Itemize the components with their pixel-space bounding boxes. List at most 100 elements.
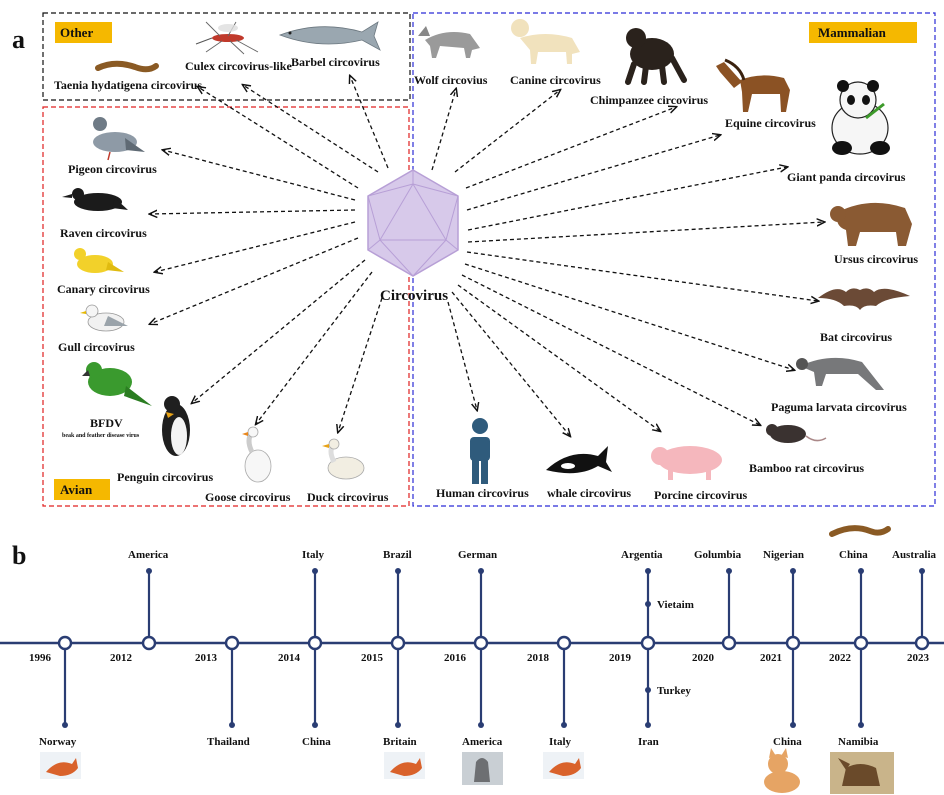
arrow-goose [256, 272, 372, 424]
whale-label: whale circovirus [547, 486, 631, 500]
year-label: 2019 [609, 652, 632, 664]
ursus-label: Ursus circovirus [834, 252, 918, 266]
civet-icon [796, 358, 884, 390]
timeline [0, 568, 944, 728]
canary-icon [74, 248, 124, 273]
dog-icon [511, 19, 580, 64]
country-top-america: America [128, 549, 169, 561]
year-label: 1996 [29, 652, 52, 664]
taenia-label: Taenia hydatigena circovirus [54, 78, 202, 92]
bat-label: Bat circovirus [820, 330, 892, 344]
year-label: 2014 [278, 652, 301, 664]
arrow-bamboo-rat [462, 275, 760, 425]
year-label: 2018 [527, 652, 550, 664]
cat-photo-icon [764, 748, 800, 793]
panel-a-label: a [12, 25, 25, 54]
country-top-china: China [839, 549, 868, 561]
mammalian-tag-label: Mammalian [818, 25, 887, 40]
country-top-brazil: Brazil [383, 549, 412, 561]
penguin-label: Penguin circovirus [117, 470, 213, 484]
arrow-penguin [192, 260, 365, 403]
panda-icon [832, 80, 890, 155]
panel-b-label: b [12, 541, 26, 570]
arrow-culex-2 [243, 85, 378, 172]
tapeworm-icon [832, 528, 888, 534]
arrow-gull [150, 238, 358, 324]
avian-tag-label: Avian [60, 482, 93, 497]
tapeworm-icon [98, 64, 156, 70]
year-label: 2022 [829, 652, 852, 664]
duck-icon [322, 439, 364, 479]
arrow-porcine [458, 285, 660, 431]
other-tag-label: Other [60, 25, 93, 40]
panda-label: Giant panda circovirus [787, 170, 906, 184]
country-bottom-norway: Norway [39, 736, 77, 748]
wolf-photo-icon [462, 752, 503, 785]
country-top-argentia: Argentia [621, 549, 663, 561]
arrow-chimpanzee [466, 107, 676, 188]
goose-icon [242, 427, 271, 482]
country-top-german: German [458, 549, 497, 561]
country-bottom-namibia: Namibia [838, 736, 879, 748]
country-bottom-britain: Britain [383, 736, 417, 748]
year-label: 2021 [760, 652, 782, 664]
arrow-equine [467, 135, 720, 210]
wolf-label: Wolf circovius [414, 73, 488, 87]
duck-label: Duck circovirus [307, 490, 389, 504]
raven-icon [62, 188, 128, 211]
fox-photo-icon [40, 752, 81, 779]
arrow-canary [155, 222, 355, 272]
arrow-bat [467, 252, 818, 301]
year-label: 2013 [195, 652, 218, 664]
country-bottom-turkey: Turkey [657, 685, 691, 697]
bfdv-label: BFDV [90, 416, 123, 430]
pigeon-icon [93, 117, 145, 160]
bat-icon [818, 288, 910, 310]
country-top-italy: Italy [302, 549, 325, 561]
horse-icon [716, 60, 790, 112]
arrow-wolf [432, 89, 456, 170]
arrow-raven [150, 210, 355, 214]
arrow-canine [455, 90, 560, 172]
gull-label: Gull circovirus [58, 340, 135, 354]
arrow-barbel [350, 76, 388, 168]
country-bottom-america: America [462, 736, 503, 748]
chimpanzee-label: Chimpanzee circovirus [590, 93, 708, 107]
circovirus-particle [368, 170, 458, 276]
equine-label: Equine circovirus [725, 116, 816, 130]
human-icon [470, 418, 490, 484]
mosquito-icon [196, 22, 258, 54]
country-top-golumbia: Golumbia [694, 549, 742, 561]
culex-label: Culex circovirus-like [185, 59, 292, 73]
canine-label: Canine circovirus [510, 73, 601, 87]
canary-label: Canary circovirus [57, 282, 150, 296]
penguin-icon [162, 396, 190, 456]
fish-icon [280, 22, 380, 50]
country-bottom-china: China [302, 736, 331, 748]
year-label: 2020 [692, 652, 715, 664]
country-bottom-italy: Italy [549, 736, 572, 748]
arrow-human [448, 302, 477, 410]
country-top-australia: Australia [892, 549, 937, 561]
barbel-label: Barbel circovirus [291, 55, 380, 69]
arrow-culex [198, 87, 358, 188]
arrow-ursus [468, 222, 824, 242]
host-arrows [150, 76, 824, 436]
parrot-icon [82, 362, 152, 406]
pig-icon [651, 446, 722, 480]
year-label: 2015 [361, 652, 384, 664]
country-bottom-iran: Iran [638, 736, 659, 748]
year-label: 2023 [907, 652, 930, 664]
arrow-duck [338, 298, 382, 432]
fox-photo-icon [384, 752, 425, 779]
human-label: Human circovirus [436, 486, 529, 500]
year-label: 2012 [110, 652, 133, 664]
pigeon-label: Pigeon circovirus [68, 162, 157, 176]
arrow-pigeon [163, 150, 355, 200]
arrow-panda [468, 167, 787, 230]
arrow-paguma [465, 264, 794, 370]
center-label: Circovirus [380, 288, 448, 304]
bfdv-full-label: beak and feather disease virus [62, 433, 140, 439]
bamboo-rat-label: Bamboo rat circovirus [749, 461, 864, 475]
porcine-label: Porcine circovirus [654, 488, 748, 502]
